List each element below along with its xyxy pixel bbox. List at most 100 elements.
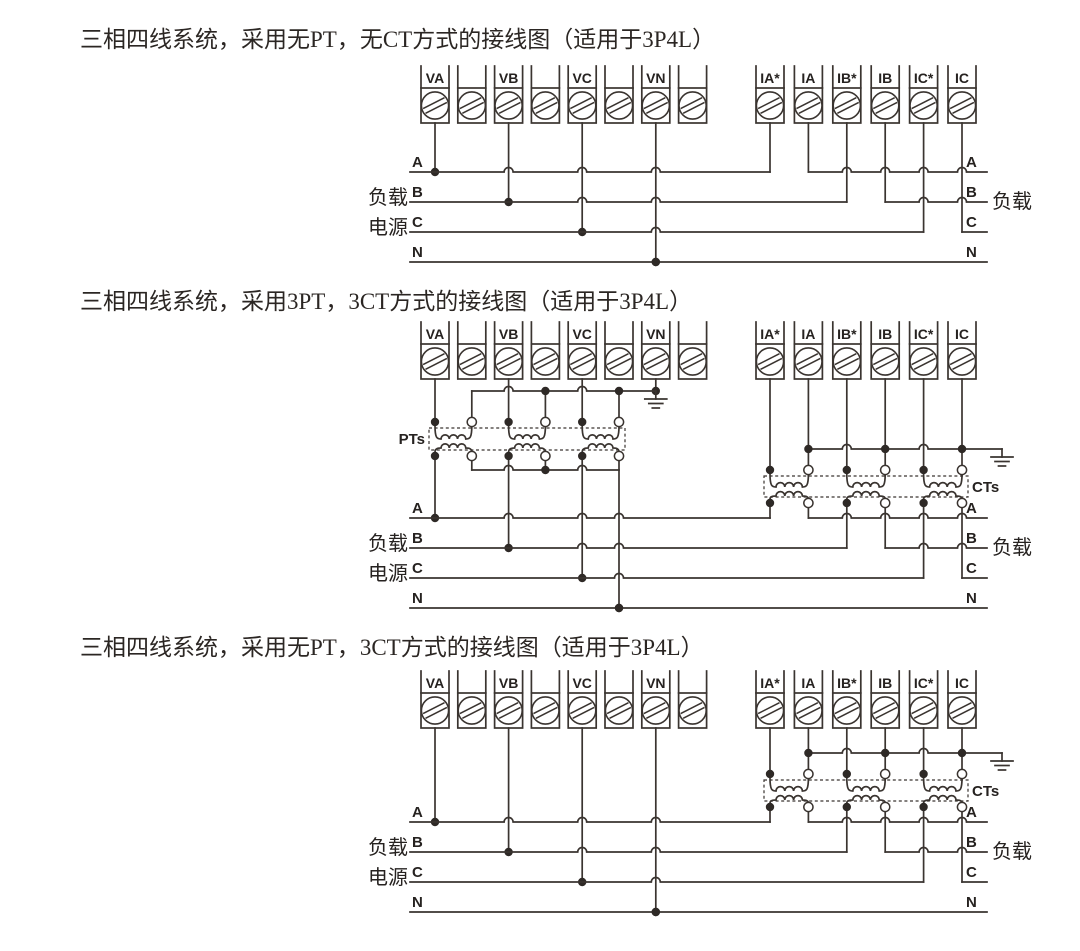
terminal-label: VB <box>499 326 518 342</box>
screw-icon <box>678 91 708 120</box>
terminal-label: IB* <box>837 70 857 86</box>
junction-dot <box>614 386 624 396</box>
voltage-terminal-VC: VC <box>567 65 598 124</box>
voltage-terminal-VB: VB <box>493 670 524 729</box>
screw-icon <box>832 696 862 725</box>
winding-terminal <box>803 768 814 780</box>
blank-terminal <box>604 321 634 380</box>
screw-icon <box>947 696 977 725</box>
screw-icon <box>457 696 487 725</box>
bus-B-source <box>409 542 848 549</box>
current-terminal-IA-star: IA* <box>755 321 785 380</box>
screw-icon <box>420 696 450 725</box>
screw-icon <box>641 696 671 725</box>
current-terminal-IC-star: IC* <box>908 670 939 729</box>
voltage-terminal-VB: VB <box>493 321 524 380</box>
winding-terminal <box>879 768 891 780</box>
bus-B-load <box>884 846 988 853</box>
screw-icon <box>604 696 634 725</box>
transformer-winding <box>845 777 887 804</box>
screw-icon <box>755 696 785 725</box>
blank-terminal <box>530 670 561 729</box>
ct-bank-label: CTs <box>972 479 999 496</box>
bus-label-right-C: C <box>966 560 977 577</box>
bus-label-left-N: N <box>412 894 423 911</box>
junction-dot <box>765 802 775 812</box>
terminal-label: IC* <box>914 70 934 86</box>
terminal-label: IA <box>801 675 815 691</box>
bus-label-left-B: B <box>412 530 423 547</box>
pt-bank-label: PTs <box>399 431 425 448</box>
screw-icon <box>420 347 450 376</box>
bus-label-left-C: C <box>412 214 423 231</box>
terminal-label: IC <box>955 326 969 342</box>
junction-dot <box>765 465 775 475</box>
bus-A-load <box>807 816 988 823</box>
current-terminal-IA: IA <box>793 321 824 380</box>
left-source-label: 电源 <box>368 866 408 889</box>
junction-dot <box>881 748 890 758</box>
bus-B-load <box>884 542 988 549</box>
screw-icon <box>755 91 785 120</box>
right-load-label: 负载 <box>992 190 1032 213</box>
bus-label-right-A: A <box>966 154 977 171</box>
right-load-label: 负载 <box>992 536 1032 559</box>
voltage-terminal-VN: VN <box>640 321 671 380</box>
winding-terminal <box>956 497 968 509</box>
screw-icon <box>494 347 524 376</box>
junction-dot <box>504 417 513 427</box>
junction-dot <box>504 451 513 461</box>
terminal-label: VN <box>646 326 665 342</box>
junction-dot <box>881 444 890 454</box>
current-terminal-IB-star: IB* <box>831 670 862 729</box>
screw-icon <box>604 347 634 376</box>
screw-icon <box>641 347 671 376</box>
bus-lines <box>409 512 988 613</box>
bus-C-source <box>409 876 925 883</box>
terminal-label: IA* <box>760 70 780 86</box>
transformer-winding <box>581 425 620 453</box>
bus-lines <box>409 816 988 917</box>
ct-bank: CTs <box>763 464 999 509</box>
junction-dot <box>919 465 928 475</box>
junction-dot <box>541 465 550 475</box>
winding-terminal <box>956 801 968 813</box>
left-source-label: 电源 <box>368 216 408 239</box>
bus-label-left-C: C <box>412 864 423 881</box>
transformer-winding <box>434 425 473 453</box>
screw-icon <box>870 696 900 725</box>
bus-C-source <box>409 572 925 579</box>
voltage-terminal-VA: VA <box>420 670 450 729</box>
bus-label-left-B: B <box>412 834 423 851</box>
winding-terminal <box>613 450 625 462</box>
terminal-label: VC <box>572 675 591 691</box>
junction-dot <box>842 498 851 508</box>
voltage-terminal-VB: VB <box>493 65 524 124</box>
current-terminal-IC-star: IC* <box>908 65 939 124</box>
bus-A-source <box>409 166 771 173</box>
junction-dot <box>804 748 813 758</box>
bus-A-load <box>807 512 988 519</box>
winding-terminal <box>803 464 814 476</box>
screw-icon <box>457 347 487 376</box>
left-load-label: 负载 <box>368 186 408 209</box>
winding-terminal <box>540 450 551 462</box>
bus-label-right-N: N <box>966 894 977 911</box>
terminal-label: IB <box>878 326 892 342</box>
winding-terminal <box>803 801 814 813</box>
junction-dot <box>842 465 851 475</box>
ct-bank: CTs <box>763 768 999 813</box>
screw-icon <box>678 347 708 376</box>
current-terminal-IA-star: IA* <box>755 670 785 729</box>
junction-dot <box>578 451 587 461</box>
screw-icon <box>755 347 785 376</box>
screw-icon <box>870 91 900 120</box>
transformer-winding <box>845 473 887 500</box>
bus-B-source <box>409 196 848 203</box>
screw-icon <box>947 347 977 376</box>
terminal-label: IC <box>955 70 969 86</box>
